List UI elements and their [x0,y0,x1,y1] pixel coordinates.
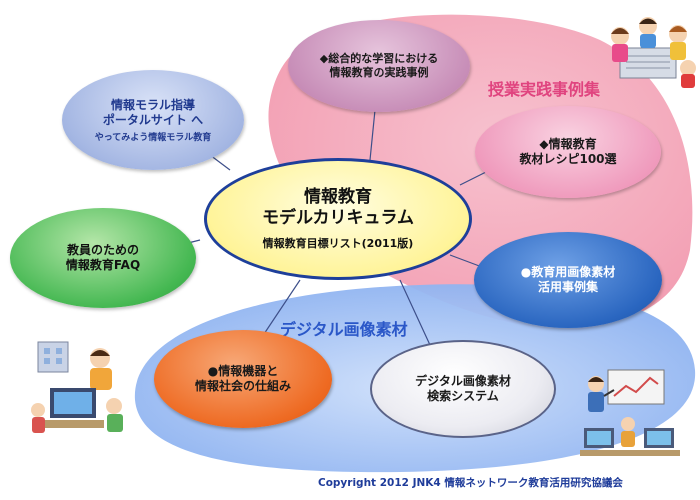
integrated-line2: 情報教育の実践事例 [329,66,429,79]
devices-line2: 情報社会の仕組み [194,379,291,393]
image-usage-cases-button[interactable]: ●教育用画像素材 活用事例集 [474,232,662,328]
center-subtitle: 情報教育目標リスト(2011版) [262,237,414,251]
info-moral-line2: ポータルサイト へ [102,112,204,127]
info-moral-line1: 情報モラル指導 [110,97,195,112]
copyright-text: Copyright 2012 JNK4 情報ネットワーク教育活用研究協議会 [318,477,623,489]
image-cases-line2: 活用事例集 [537,280,598,294]
info-moral-sub: やってみよう情報モラル教育 [94,132,212,143]
recipe-line1: ◆情報教育 [539,137,597,151]
practice-cases-label: 授業実践事例集 [488,80,601,99]
search-line2: 検索システム [427,389,499,403]
school-computer-class-icon [31,341,123,433]
image-cases-line1: ●教育用画像素材 [520,265,616,279]
center-title-line1: 情報教育 [304,186,372,207]
info-moral-portal-button[interactable]: 情報モラル指導 ポータルサイト へ やってみよう情報モラル教育 [62,70,244,170]
integrated-learning-cases-button[interactable]: ◆総合的な学習における 情報教育の実践事例 [288,20,470,112]
recipe-line2: 教材レシピ100選 [519,152,617,166]
faq-line1: 教員のための [66,243,139,257]
center-title-line2: モデルカリキュラム [262,208,414,228]
devices-line1: ●情報機器と [207,364,279,378]
faq-line2: 情報教育FAQ [65,258,141,272]
model-curriculum-button[interactable]: 情報教育 モデルカリキュラム 情報教育目標リスト(2011版) [204,158,472,280]
teaching-recipe-button[interactable]: ◆情報教育 教材レシピ100選 [475,106,661,198]
search-line1: デジタル画像素材 [415,374,511,388]
children-reading-newspaper-icon [611,17,696,88]
integrated-line1: ◆総合的な学習における [319,52,439,66]
classroom-presentation-icon [580,369,680,456]
image-search-system-button[interactable]: デジタル画像素材 検索システム [370,340,556,438]
digital-images-label: デジタル画像素材 [280,320,408,339]
teacher-faq-button[interactable]: 教員のための 情報教育FAQ [10,208,196,308]
devices-society-button[interactable]: ●情報機器と 情報社会の仕組み [154,330,332,428]
